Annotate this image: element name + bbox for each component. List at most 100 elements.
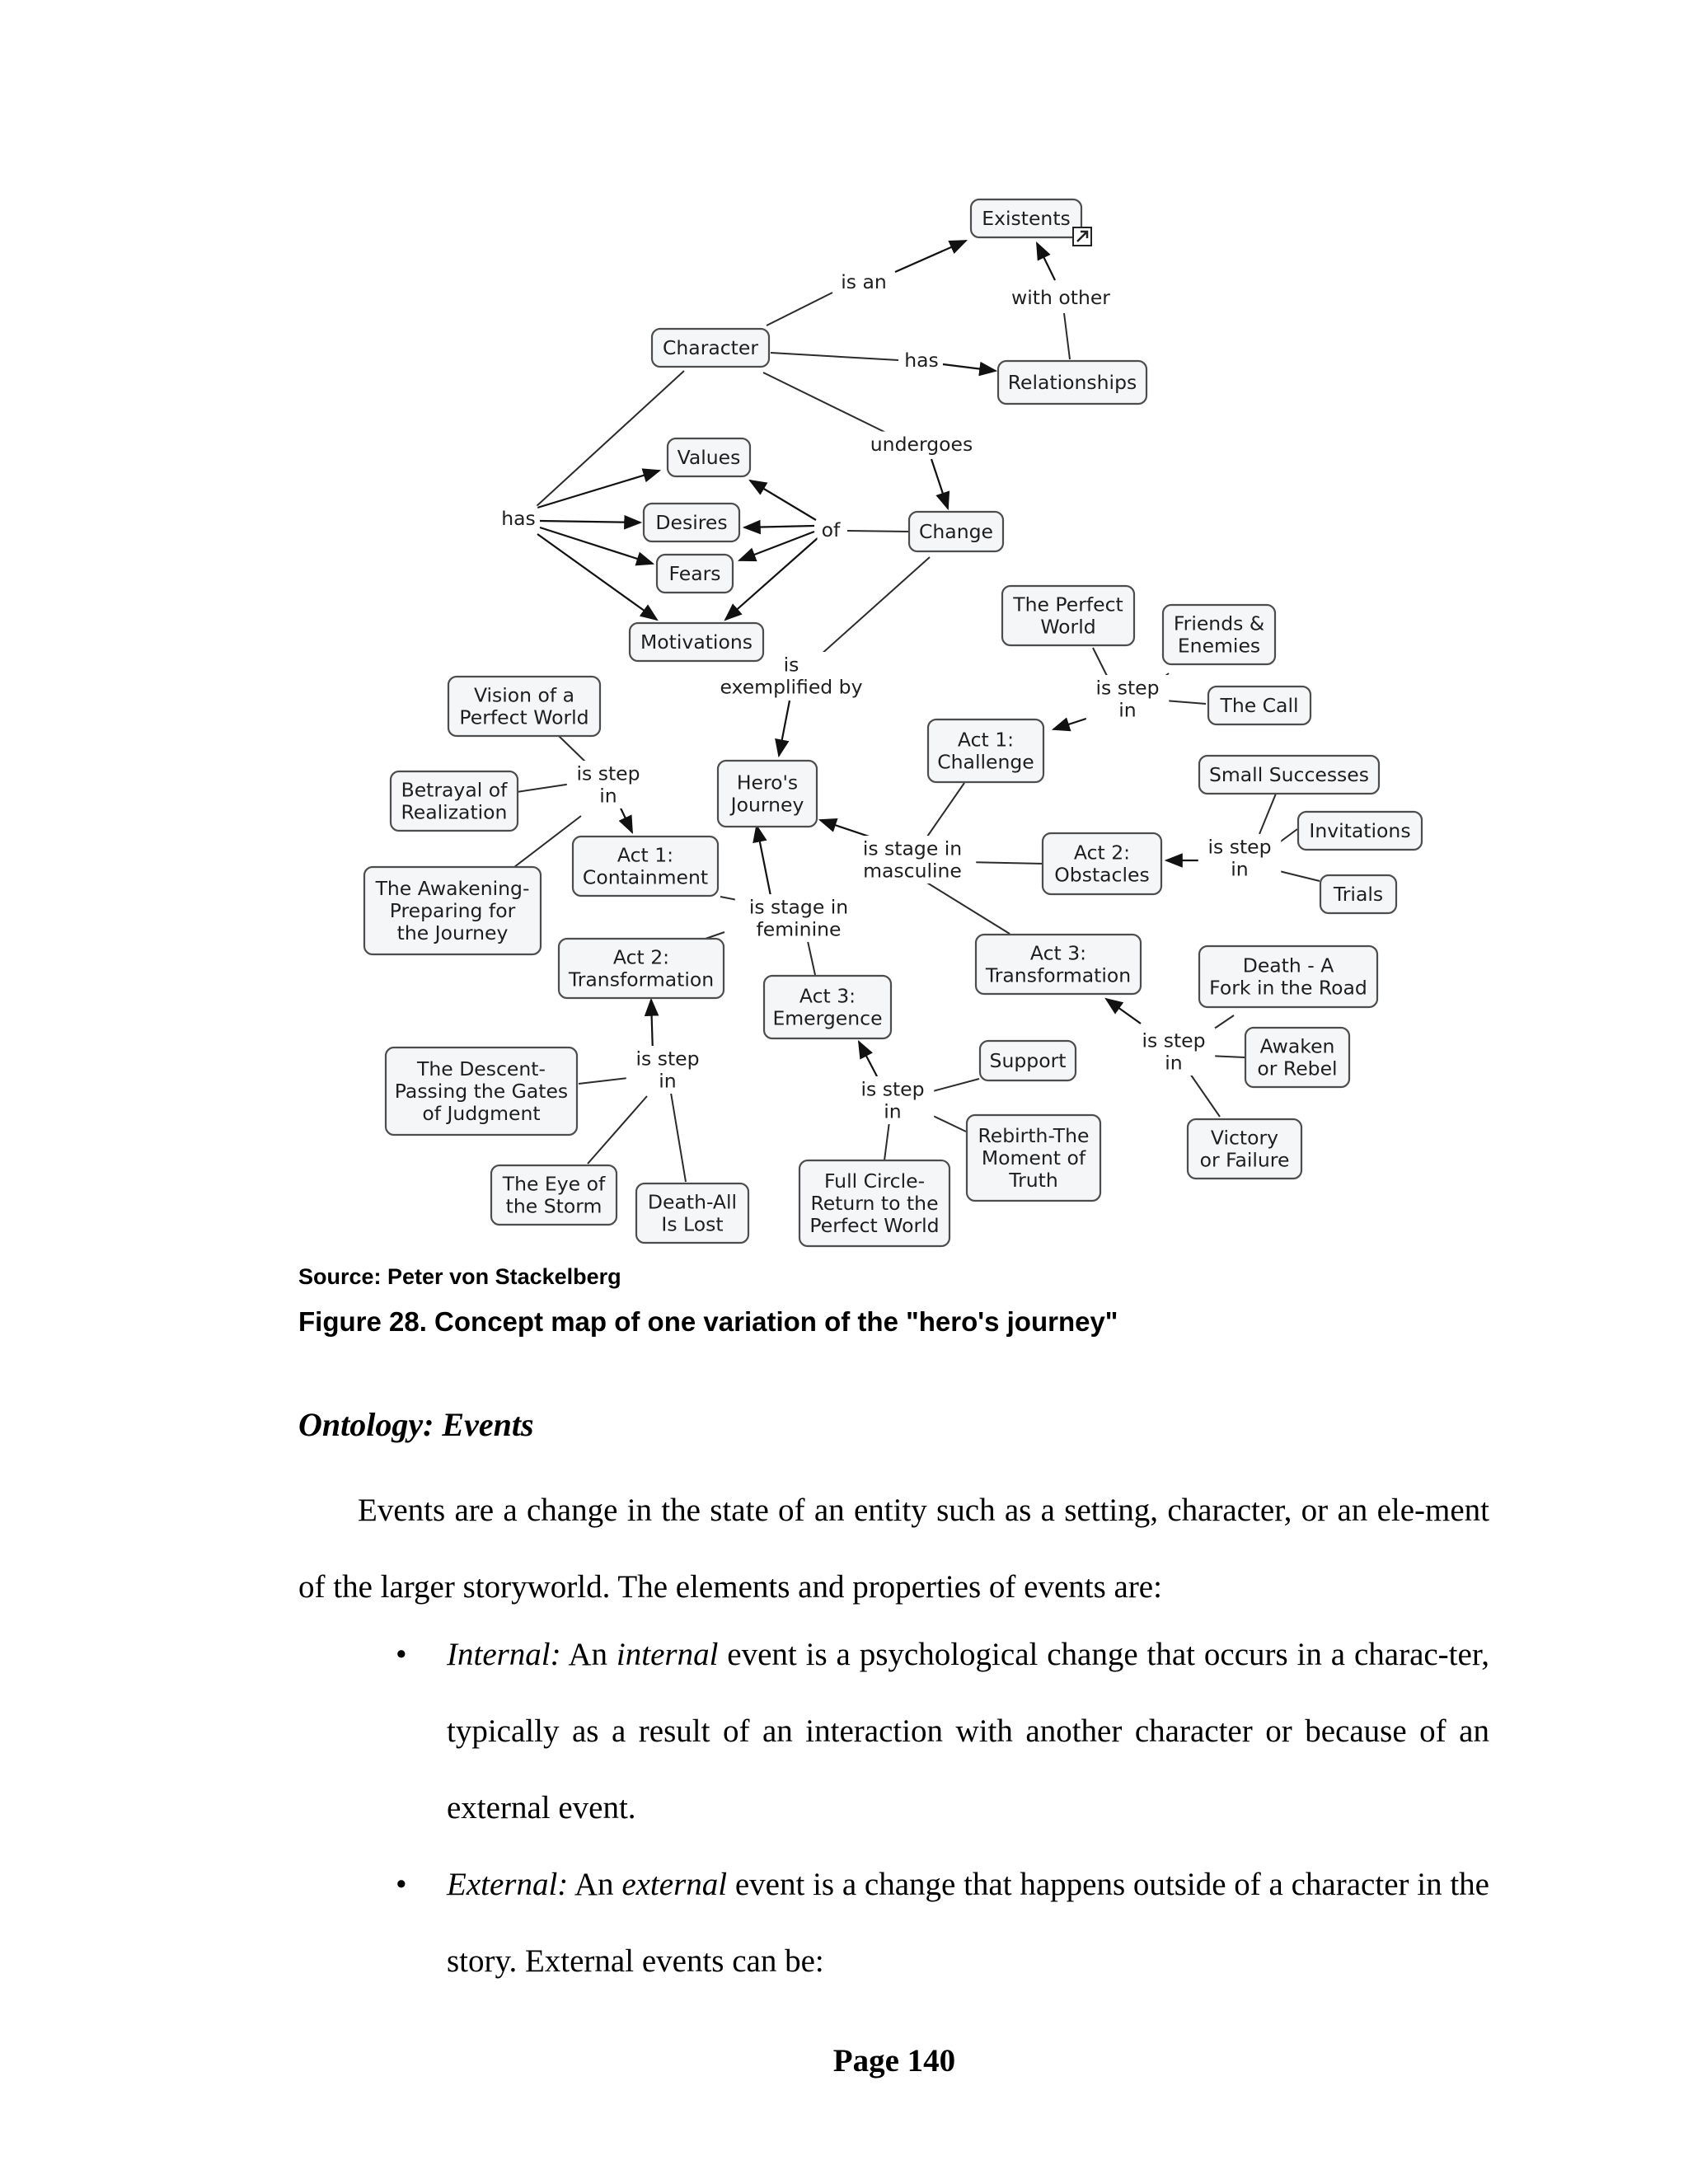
svg-text:has: has [904, 349, 939, 372]
link-label-with-other: with other [1002, 284, 1119, 311]
connector-line [513, 815, 582, 868]
svg-text:Small Successes: Small Successes [1209, 763, 1369, 786]
connector-line [558, 735, 588, 764]
svg-text:Act 3:Transformation: Act 3:Transformation [985, 942, 1131, 987]
connector-line [1092, 647, 1109, 680]
connector-arrow [539, 526, 655, 566]
connector-line [929, 1113, 967, 1132]
concept-node-act1-challenge: Act 1:Challenge [926, 718, 1045, 784]
connector-arrow [724, 537, 819, 621]
connector-line [929, 1078, 980, 1093]
connector-arrow [753, 823, 773, 901]
svg-text:undergoes: undergoes [870, 433, 973, 456]
figure-source: Source: Peter von Stackelberg [298, 1264, 621, 1289]
connector-line [926, 782, 965, 837]
connector-line [1189, 1073, 1221, 1118]
bullet-list: •Internal: An internal event is a psycho… [396, 1616, 1489, 1999]
bullet-external: •External: An external event is a change… [396, 1846, 1489, 1999]
connector-arrow [748, 479, 817, 521]
page-number: Page 140 [832, 2043, 956, 2079]
section-heading: Ontology: Events [298, 1406, 534, 1443]
connector-line [819, 556, 931, 656]
svg-text:of: of [822, 518, 841, 541]
concept-node-support: Support [978, 1039, 1077, 1082]
bullet-icon: • [396, 1637, 407, 1672]
connector-line [1259, 793, 1277, 835]
connector-arrow [894, 239, 968, 274]
concept-node-values: Values [666, 437, 752, 478]
svg-text:Relationships: Relationships [1008, 371, 1137, 394]
svg-text:Desires: Desires [655, 511, 727, 534]
connector-arrow [1104, 997, 1142, 1024]
concept-node-act3-emergence: Act 3:Emergence [762, 974, 893, 1040]
concept-node-change: Change [907, 510, 1005, 553]
concept-node-act2-obstacles: Act 2:Obstacles [1041, 832, 1163, 896]
svg-text:Support: Support [990, 1049, 1067, 1072]
connector-arrow [1036, 241, 1056, 281]
svg-text:Act 2:Obstacles: Act 2:Obstacles [1054, 841, 1149, 887]
concept-node-act2-transformation: Act 2:Transformation [557, 937, 725, 1000]
connector-line [762, 372, 887, 434]
svg-text:Act 1:Containment: Act 1:Containment [583, 844, 708, 889]
svg-text:Friends &Enemies: Friends &Enemies [1174, 612, 1264, 658]
svg-text:Act 3:Emergence: Act 3:Emergence [772, 985, 882, 1030]
link-label-of: of [817, 517, 845, 543]
svg-text:Act 2:Transformation: Act 2:Transformation [568, 946, 714, 991]
connector-arrow [942, 361, 998, 377]
connector-line [1275, 869, 1320, 882]
link-label-has-left: has [499, 505, 538, 532]
svg-text:is an: is an [841, 270, 887, 293]
link-label-has-top: has [902, 347, 941, 373]
concept-node-act3-transformation: Act 3:Transformation [974, 933, 1142, 996]
connector-arrow [644, 997, 659, 1054]
concept-node-act1-containment: Act 1:Containment [571, 835, 720, 898]
concept-node-desires: Desires [642, 502, 741, 543]
connector-arrow [539, 514, 643, 530]
concept-node-existents: Existents [969, 198, 1083, 239]
connector-line [587, 1095, 648, 1165]
svg-text:Values: Values [678, 446, 741, 469]
connector-line [1164, 700, 1207, 705]
connector-line [770, 352, 899, 361]
shortcut-link-icon [1072, 227, 1092, 246]
connector-line [1063, 312, 1071, 360]
svg-text:has: has [501, 507, 536, 530]
connector-arrow [537, 468, 662, 509]
connector-line [669, 1087, 687, 1183]
link-label-undergoes: undergoes [869, 431, 974, 457]
connector-line [846, 530, 910, 532]
svg-text:The Call: The Call [1219, 694, 1298, 717]
figure-caption: Figure 28. Concept map of one variation … [298, 1306, 1118, 1337]
concept-node-relationships: Relationships [996, 359, 1148, 405]
